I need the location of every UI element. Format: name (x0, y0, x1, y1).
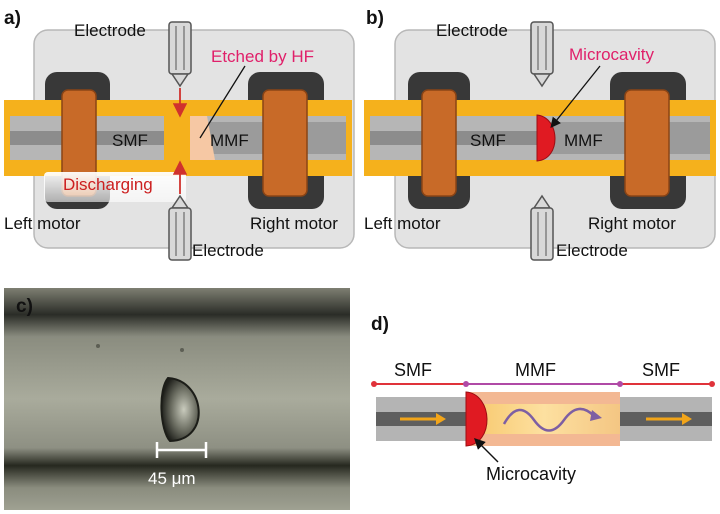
left-motor-label: Left motor (4, 214, 81, 233)
etched-pointer (199, 65, 246, 139)
electrode-top (530, 21, 554, 88)
discharge-glow (44, 172, 186, 202)
scale-bar-label: 45 μm (148, 469, 196, 488)
panel-a: a) (4, 8, 355, 261)
span-marker (463, 381, 469, 387)
discharging-label: Discharging (63, 175, 153, 194)
span-marker (617, 381, 623, 387)
smf-label: SMF (470, 131, 506, 150)
right-clamp (262, 89, 308, 197)
speck (96, 344, 100, 348)
smf-right-label: SMF (642, 360, 680, 380)
microcavity-pointer (474, 438, 499, 463)
microcavity-pointer (550, 65, 601, 129)
panel-b-label: b) (366, 8, 384, 29)
right-motor-label: Right motor (250, 214, 338, 233)
speck (180, 348, 184, 352)
light-arrow-in-head (436, 413, 446, 425)
right-clamp (624, 89, 670, 197)
mmf-label: MMF (515, 360, 556, 380)
left-motor-label: Left motor (364, 214, 441, 233)
electrode-top (168, 21, 192, 88)
electrode-bottom (530, 194, 554, 261)
smf-label: SMF (112, 131, 148, 150)
span-marker (371, 381, 377, 387)
etched-taper (196, 116, 215, 160)
mmf-label: MMF (564, 131, 603, 150)
panel-d: d) SMF MMF SMF Microcavity (371, 314, 715, 484)
span-marker (709, 381, 715, 387)
mmf-label: MMF (210, 131, 249, 150)
smf-left-label: SMF (394, 360, 432, 380)
scale-bar (155, 442, 208, 458)
electrode-bottom-label: Electrode (192, 241, 264, 260)
panel-c-label: c) (16, 296, 33, 317)
panel-b: b) Electrode Microcavity SMF MMF Left (364, 8, 716, 261)
electrode-bottom-label: Electrode (556, 241, 628, 260)
panel-d-label: d) (371, 314, 389, 335)
light-arrow-out-head (682, 413, 692, 425)
right-motor-label: Right motor (588, 214, 676, 233)
left-clamp (421, 89, 457, 197)
panel-a-label: a) (4, 8, 21, 29)
light-wave (502, 407, 595, 432)
electrode-bottom (168, 194, 192, 261)
etched-label: Etched by HF (211, 47, 314, 66)
light-wave-head (590, 410, 602, 421)
microcavity-label: Microcavity (569, 45, 655, 64)
panel-c: 45 μm c) (4, 288, 350, 510)
microcavity-label: Microcavity (486, 464, 576, 484)
electrode-top-label: Electrode (436, 21, 508, 40)
cavity-image (160, 376, 200, 443)
electrode-top-label: Electrode (74, 21, 146, 40)
microcavity-shape (465, 391, 488, 447)
